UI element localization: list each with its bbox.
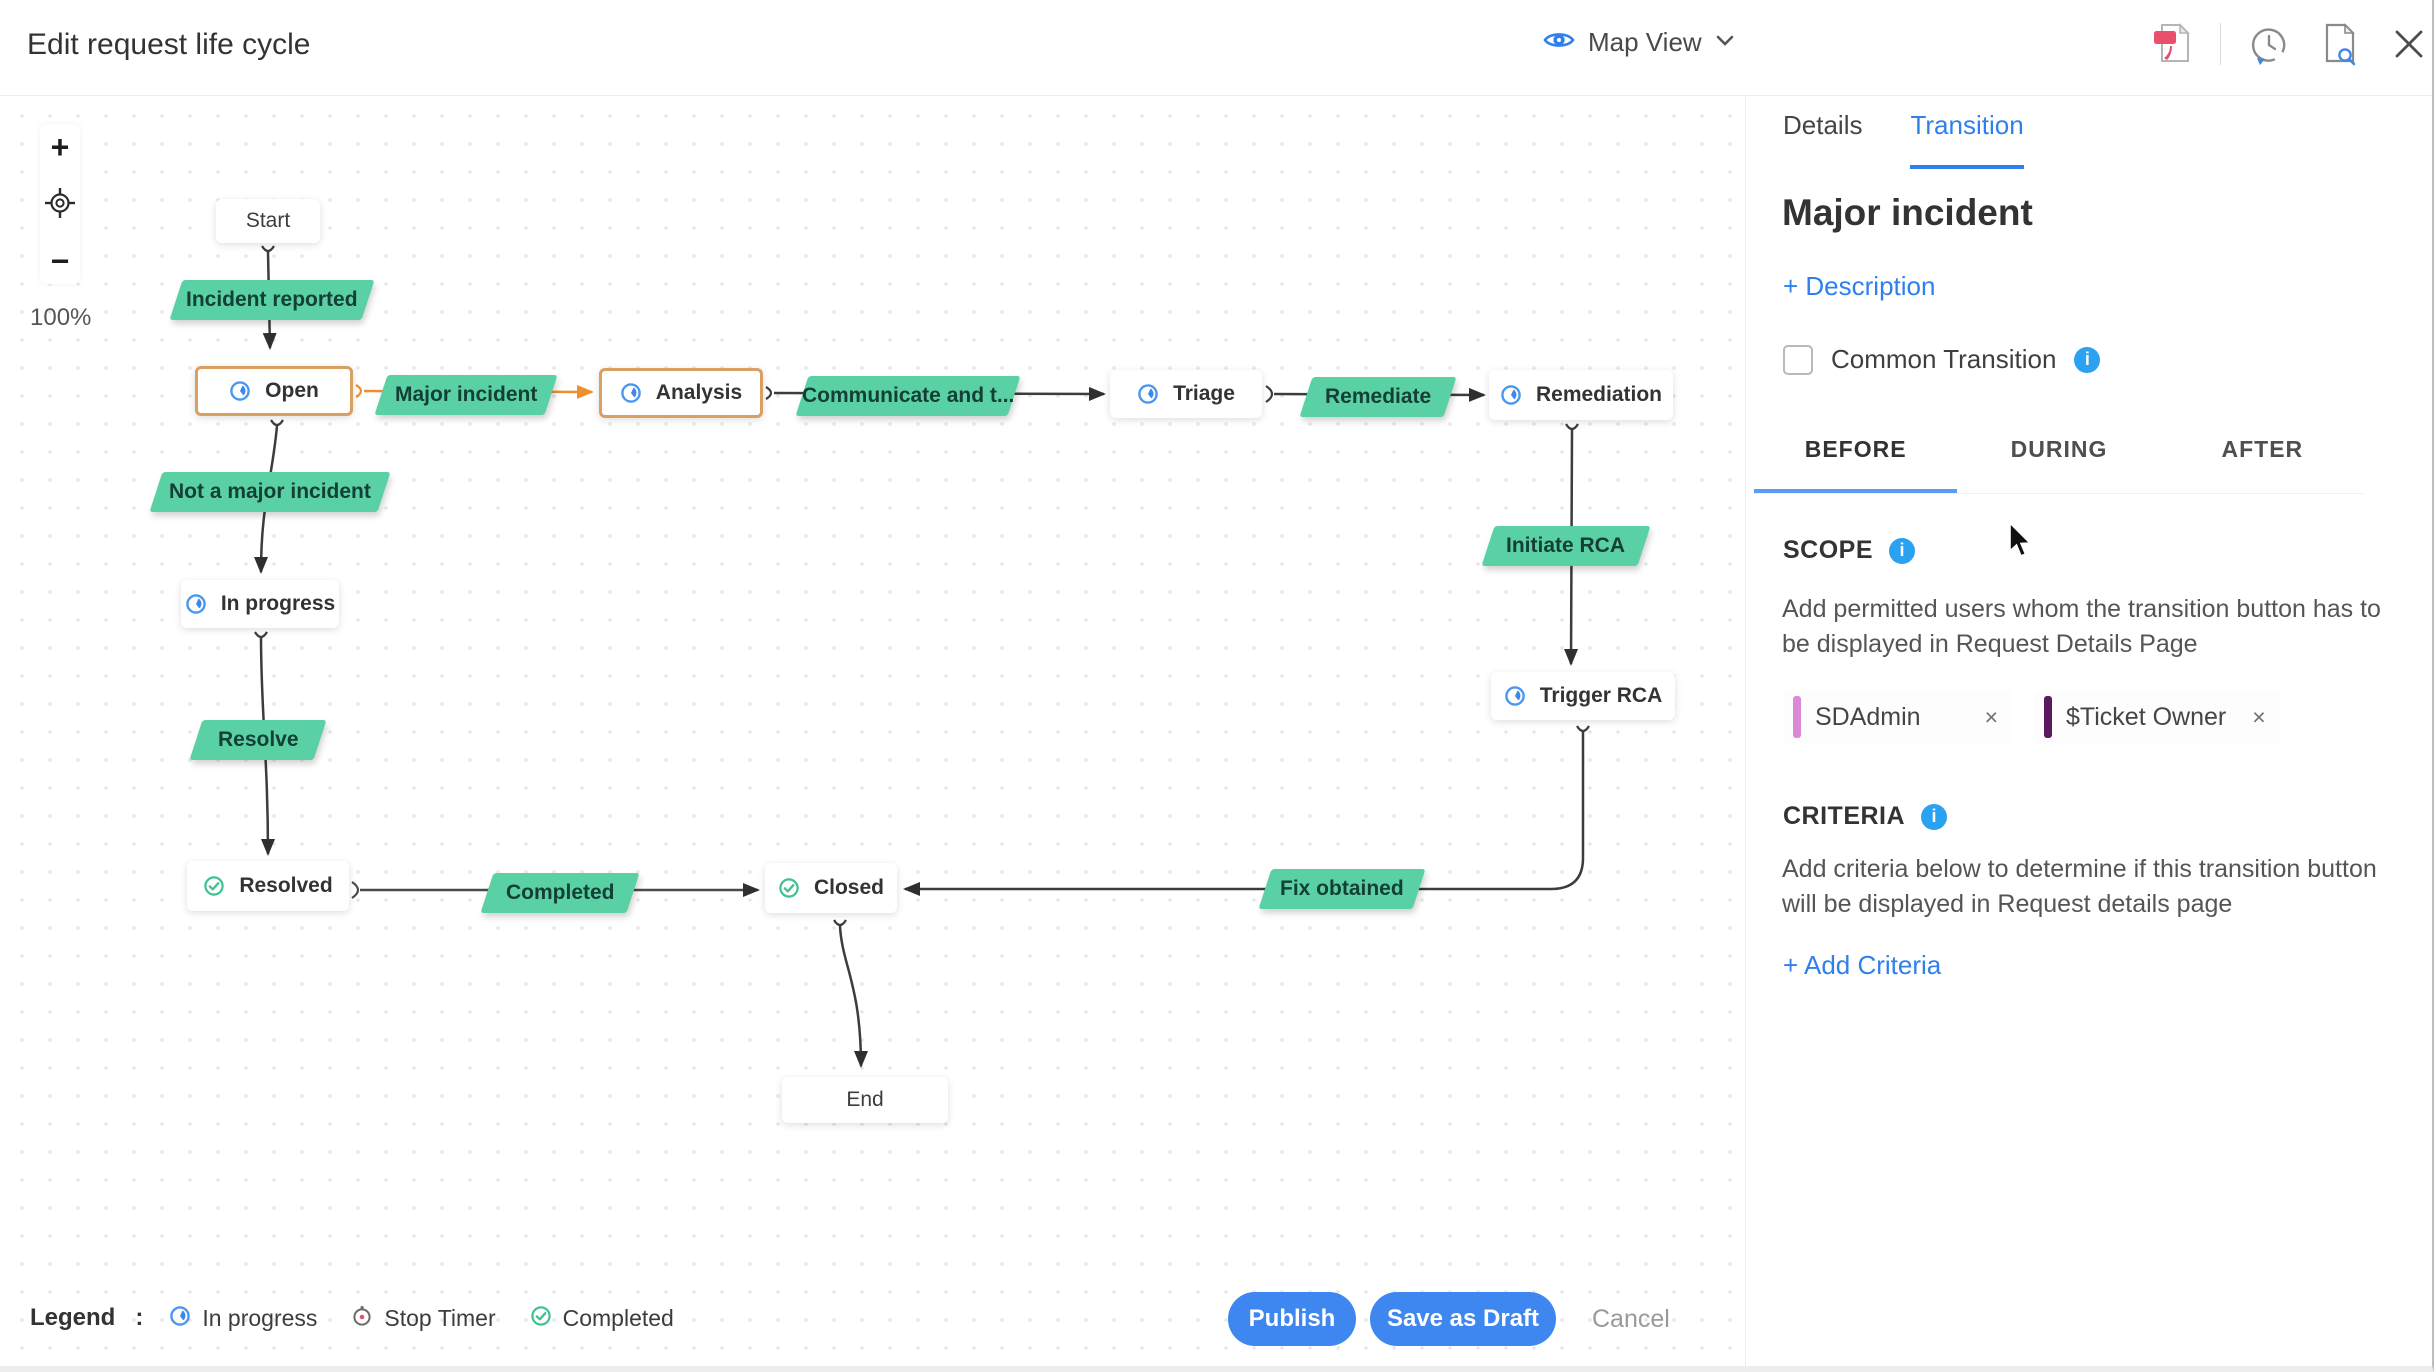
preview-document-icon[interactable] bbox=[2317, 20, 2361, 68]
chip-ticket-owner[interactable]: $Ticket Owner × bbox=[2034, 690, 2280, 744]
transition-detail-panel: Details Transition Major incident + Desc… bbox=[1745, 96, 2432, 1366]
eye-icon bbox=[1542, 26, 1576, 59]
panel-tabs: Details Transition bbox=[1783, 110, 2024, 169]
in-progress-icon bbox=[185, 593, 207, 615]
criteria-heading: CRITERIA bbox=[1783, 802, 1906, 830]
node-remediation[interactable]: Remediation bbox=[1489, 370, 1673, 420]
header-divider bbox=[2220, 23, 2221, 65]
completed-icon bbox=[203, 875, 225, 897]
info-icon[interactable]: i bbox=[1921, 803, 1948, 830]
transition-not-a-major-incident[interactable]: Not a major incident bbox=[149, 472, 391, 512]
zoom-controls: + − bbox=[40, 124, 80, 284]
phase-tabs: BEFORE DURING AFTER bbox=[1754, 436, 2364, 494]
transition-completed[interactable]: Completed bbox=[480, 873, 640, 913]
tab-details[interactable]: Details bbox=[1783, 110, 1863, 140]
publish-button[interactable]: Publish bbox=[1228, 1292, 1356, 1346]
scope-section-header: SCOPE i bbox=[1783, 536, 1916, 565]
map-view-label: Map View bbox=[1588, 27, 1702, 57]
legend: Legend : In progress Stop Timer Complete… bbox=[30, 1304, 708, 1332]
node-triage[interactable]: Triage bbox=[1110, 370, 1262, 418]
close-icon[interactable] bbox=[2387, 20, 2431, 68]
add-criteria-link[interactable]: + Add Criteria bbox=[1783, 950, 1942, 980]
legend-item-stop-timer: Stop Timer bbox=[351, 1304, 496, 1332]
scope-description: Add permitted users whom the transition … bbox=[1782, 595, 2381, 658]
chip-sdadmin[interactable]: SDAdmin × bbox=[1783, 690, 2012, 744]
node-analysis[interactable]: Analysis bbox=[599, 368, 763, 418]
in-progress-icon bbox=[1137, 383, 1159, 405]
zoom-out-button[interactable]: − bbox=[50, 243, 70, 279]
info-icon[interactable]: i bbox=[2074, 346, 2101, 373]
legend-item-completed: Completed bbox=[530, 1305, 674, 1332]
completed-icon bbox=[530, 1305, 552, 1332]
stop-timer-icon bbox=[351, 1304, 373, 1332]
tab-during[interactable]: DURING bbox=[2010, 436, 2108, 462]
legend-title: Legend bbox=[30, 1304, 116, 1331]
node-resolved[interactable]: Resolved bbox=[187, 861, 349, 911]
common-transition-row: Common Transition i bbox=[1783, 344, 2101, 375]
cancel-button[interactable]: Cancel bbox=[1592, 1305, 1670, 1333]
legend-item-in-progress: In progress bbox=[169, 1305, 317, 1332]
workflow-canvas[interactable]: + − 100% bbox=[0, 96, 1745, 1366]
common-transition-checkbox[interactable] bbox=[1783, 344, 1813, 375]
transition-fix-obtained[interactable]: Fix obtained bbox=[1258, 869, 1426, 909]
transition-major-incident[interactable]: Major incident bbox=[374, 375, 558, 415]
scope-heading: SCOPE bbox=[1783, 536, 1874, 564]
in-progress-icon bbox=[1504, 685, 1526, 707]
recenter-icon[interactable] bbox=[43, 186, 77, 222]
completed-icon bbox=[778, 877, 800, 899]
save-as-draft-button[interactable]: Save as Draft bbox=[1370, 1292, 1556, 1346]
criteria-section-header: CRITERIA i bbox=[1783, 802, 1948, 831]
in-progress-icon bbox=[169, 1305, 191, 1332]
transition-initiate-rca[interactable]: Initiate RCA bbox=[1481, 526, 1651, 566]
page-title: Edit request life cycle bbox=[27, 28, 311, 61]
transition-communicate[interactable]: Communicate and t... bbox=[795, 376, 1021, 416]
mouse-cursor bbox=[2006, 521, 2040, 566]
remove-icon[interactable]: × bbox=[1984, 703, 1998, 730]
zoom-in-button[interactable]: + bbox=[50, 129, 70, 165]
tab-after[interactable]: AFTER bbox=[2221, 436, 2304, 462]
common-transition-label: Common Transition bbox=[1831, 344, 2057, 374]
history-icon[interactable] bbox=[2247, 20, 2291, 68]
node-closed[interactable]: Closed bbox=[765, 863, 897, 913]
remove-icon[interactable]: × bbox=[2252, 703, 2266, 730]
transition-title: Major incident bbox=[1782, 192, 2033, 233]
legend-separator: : bbox=[135, 1304, 144, 1331]
zoom-level: 100% bbox=[30, 304, 92, 331]
node-start[interactable]: Start bbox=[216, 199, 320, 243]
in-progress-icon bbox=[1500, 384, 1522, 406]
node-in-progress[interactable]: In progress bbox=[181, 580, 339, 628]
tab-transition[interactable]: Transition bbox=[1910, 110, 2024, 169]
tab-before[interactable]: BEFORE bbox=[1754, 436, 1958, 493]
in-progress-icon bbox=[620, 382, 642, 404]
info-icon[interactable]: i bbox=[1889, 537, 1916, 564]
export-pdf-icon[interactable] bbox=[2150, 20, 2194, 68]
transition-resolve[interactable]: Resolve bbox=[189, 720, 327, 760]
chip-color-bar bbox=[1793, 696, 1801, 738]
transition-remediate[interactable]: Remediate bbox=[1299, 377, 1457, 417]
node-trigger-rca[interactable]: Trigger RCA bbox=[1491, 672, 1675, 720]
chevron-down-icon bbox=[1714, 33, 1736, 52]
node-open[interactable]: Open bbox=[195, 366, 353, 416]
criteria-description: Add criteria below to determine if this … bbox=[1782, 855, 2377, 918]
chip-color-bar bbox=[2044, 696, 2052, 738]
add-description-link[interactable]: + Description bbox=[1783, 271, 1936, 301]
scope-chips: SDAdmin × $Ticket Owner × bbox=[1783, 690, 2280, 744]
transition-incident-reported[interactable]: Incident reported bbox=[169, 280, 375, 320]
map-view-selector[interactable]: Map View bbox=[1542, 26, 1736, 59]
node-end[interactable]: End bbox=[782, 1077, 948, 1123]
header-icons bbox=[2150, 20, 2431, 68]
header: Edit request life cycle Map View bbox=[0, 0, 2432, 96]
in-progress-icon bbox=[229, 380, 251, 402]
